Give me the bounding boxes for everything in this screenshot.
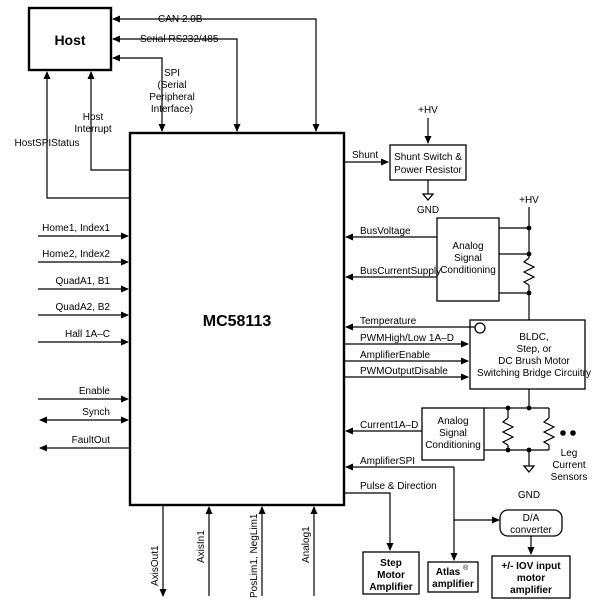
poslim-label: PosLim1, NegLim1 — [249, 513, 260, 598]
spi-label-4: Interface) — [151, 104, 193, 115]
spi-label-3: Peripheral — [149, 92, 195, 103]
bridge-line1: BLDC, — [519, 332, 548, 343]
pwm-label: PWMHigh/Low 1A–D — [360, 333, 454, 344]
gnd-symbol-1 — [421, 193, 435, 202]
shunt-switch-box — [389, 144, 467, 181]
temperature-sensor-icon — [474, 322, 486, 334]
analog-top-line1: Analog — [452, 241, 483, 252]
host-interrupt-label-2: Interrupt — [74, 124, 111, 135]
leg-sensors-line1: Leg — [561, 448, 578, 459]
step-line2: Motor — [377, 570, 405, 581]
pulse-label: Pulse & Direction — [360, 481, 437, 492]
amp-enable-label: AmplifierEnable — [360, 350, 430, 361]
leg-node-dot-1 — [505, 405, 511, 411]
atlas-amplifier-box — [427, 561, 479, 593]
atlas-registered-mark: ® — [463, 564, 469, 572]
host-interrupt-label-1: Host — [83, 112, 104, 123]
gnd-label-2: GND — [518, 490, 540, 501]
analog-conditioning-bottom-box — [421, 407, 485, 461]
shunt-resistor-symbol — [522, 257, 536, 286]
leg2-resistor-symbol — [542, 417, 556, 446]
shunt-box-line2: Power Resistor — [394, 165, 462, 176]
node-dot-1 — [526, 225, 532, 231]
host-spi-status-label: HostSPIStatus — [14, 138, 79, 149]
pwm-disable-label: PWMOutputDisable — [360, 366, 448, 377]
hall-label: Hall 1A–C — [65, 329, 110, 340]
analog-conditioning-top-box — [436, 217, 500, 302]
axisout-label: AxisOut1 — [150, 545, 161, 586]
faultout-label: FaultOut — [72, 435, 111, 446]
current-label: Current1A–D — [360, 420, 418, 431]
leg-sensors-line3: Sensors — [551, 472, 588, 483]
host-spi-status-line — [43, 71, 130, 199]
shunt-label: Shunt — [352, 150, 378, 161]
ellipsis-dot-1 — [560, 430, 566, 436]
host-title: Host — [54, 32, 85, 48]
gnd-symbol-2 — [522, 465, 536, 474]
bridge-line4: Switching Bridge Circuitry — [477, 368, 591, 379]
host-interrupt-line — [87, 71, 130, 171]
serial-label: Serial RS232/485 — [140, 34, 219, 45]
analog-bottom-line1: Analog — [437, 416, 468, 427]
mc58113-chip-box — [128, 131, 346, 507]
iov-line3: amplifier — [510, 585, 552, 596]
enable-label: Enable — [79, 386, 111, 397]
analog-label: Analog1 — [301, 526, 312, 563]
temperature-label: Temperature — [360, 316, 417, 327]
hv-label-1: +HV — [418, 105, 438, 116]
leg-node-dot-3 — [505, 447, 511, 453]
shunt-box-line1: Shunt Switch & — [394, 152, 462, 163]
node-dot-3 — [526, 290, 532, 296]
amp-spi-label: AmplifierSPI — [360, 456, 415, 467]
spi-label-2: (Serial — [158, 80, 187, 91]
analog-top-line2: Signal — [454, 253, 482, 264]
can-bus-line — [112, 15, 320, 132]
step-line3: Amplifier — [369, 582, 412, 593]
home2-label: Home2, Index2 — [42, 249, 110, 260]
quada2-label: QuadA2, B2 — [56, 302, 111, 313]
buscurrent-label: BusCurrentSupply — [360, 266, 441, 277]
analog-top-line3: Conditioning — [440, 265, 496, 276]
pulse-direction-line — [344, 492, 394, 551]
iov-line2: motor — [517, 573, 545, 584]
bridge-line2: Step, or — [516, 344, 552, 355]
chip-title: MC58113 — [203, 313, 272, 330]
hv-label-2: +HV — [519, 195, 539, 206]
analog-bottom-line3: Conditioning — [425, 440, 481, 451]
amp-spi-line — [453, 473, 500, 524]
ellipsis-dot-2 — [570, 430, 576, 436]
step-line1: Step — [380, 558, 402, 569]
spi-label-1: SPI — [164, 68, 180, 79]
busvoltage-label: BusVoltage — [360, 226, 411, 237]
gnd-label-1: GND — [417, 205, 439, 216]
analog-bottom-line2: Signal — [439, 428, 467, 439]
synch-label: Synch — [82, 407, 110, 418]
leg-sensors-line2: Current — [552, 460, 586, 471]
home1-label: Home1, Index1 — [42, 223, 110, 234]
spi-bus-line — [112, 54, 166, 132]
quada1-label: QuadA1, B1 — [56, 276, 111, 287]
iov-motor-amplifier-box — [491, 555, 571, 599]
leg-node-dot-2 — [526, 405, 532, 411]
atlas-line2: amplifier — [432, 579, 474, 590]
node-dot-2 — [526, 251, 532, 257]
can-label: CAN 2.0B — [158, 14, 203, 25]
host-box — [27, 6, 113, 72]
bridge-circuitry-box — [469, 319, 586, 390]
axisin-label: AxisIn1 — [196, 530, 207, 563]
bridge-line3: DC Brush Motor — [498, 356, 570, 367]
step-motor-amplifier-box — [362, 551, 420, 595]
leg1-resistor-symbol — [501, 417, 515, 446]
dac-line2: converter — [510, 525, 552, 536]
iov-line1: +/- IOV input — [501, 561, 561, 572]
atlas-line1: Atlas — [436, 567, 461, 578]
dac-line1: D/A — [523, 513, 540, 524]
serial-bus-line — [112, 35, 241, 132]
